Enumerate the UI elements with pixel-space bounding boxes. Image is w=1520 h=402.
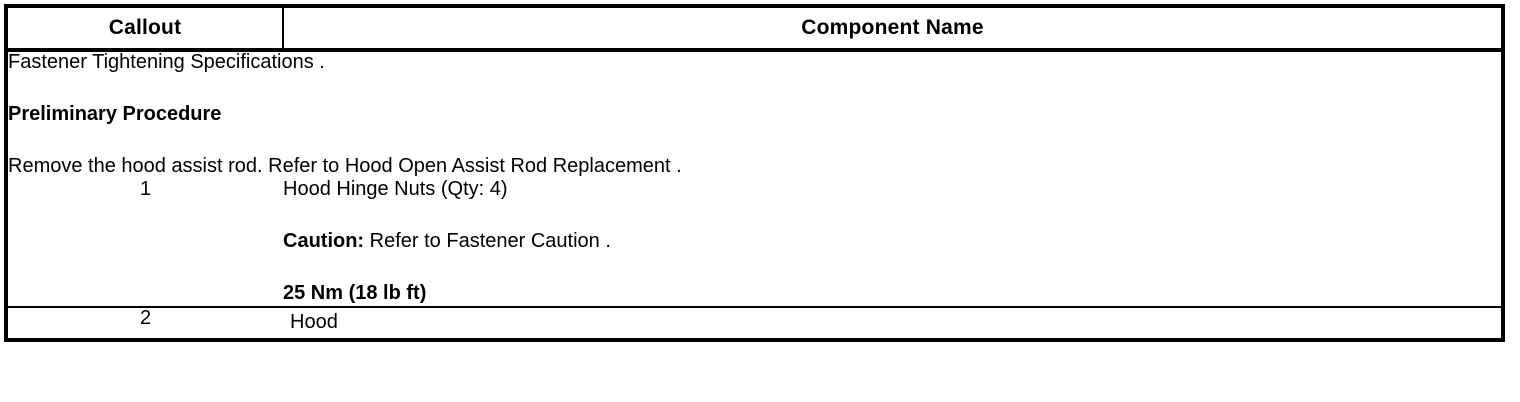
torque-specification: 25 Nm (18 lb ft) [283,282,427,304]
description-cell: Fastener Tightening Specifications . Pre… [6,50,1503,179]
caution-label: Caution: [283,230,365,252]
callout-number-2: 2 [6,307,283,340]
component-label-hood: Hood [290,311,338,333]
caution-text: Refer to Fastener Caution . [364,230,611,252]
column-header-callout: Callout [6,6,284,52]
table-row-description: Fastener Tightening Specifications . Pre… [6,50,1503,179]
component-name-cell-2: Hood [283,307,1503,340]
table-row: 2 Hood [6,307,1503,340]
component-name-cell-1: Hood Hinge Nuts (Qty: 4) Caution: Refer … [283,178,1503,308]
table-header: Callout Component Name [6,6,1503,52]
component-label-hood-hinge-nuts: Hood Hinge Nuts (Qty: 4) [283,178,508,200]
callout-number-1: 1 [6,179,283,308]
column-header-component-name: Component Name [283,6,1503,52]
table-header-row: Callout Component Name [6,6,1503,52]
description-heading-preliminary-procedure: Preliminary Procedure [8,103,222,125]
caution-note: Caution: Refer to Fastener Caution . [283,231,1501,252]
description-line-remove-hood-assist-rod: Remove the hood assist rod. Refer to Hoo… [8,155,682,177]
table-row: 1 Hood Hinge Nuts (Qty: 4) Caution: Refe… [6,178,1503,308]
table-body: Fastener Tightening Specifications . Pre… [6,50,1503,340]
description-line-specifications: Fastener Tightening Specifications . [8,51,325,73]
fastener-specification-table: Callout Component Name Fastener Tighteni… [4,4,1505,342]
